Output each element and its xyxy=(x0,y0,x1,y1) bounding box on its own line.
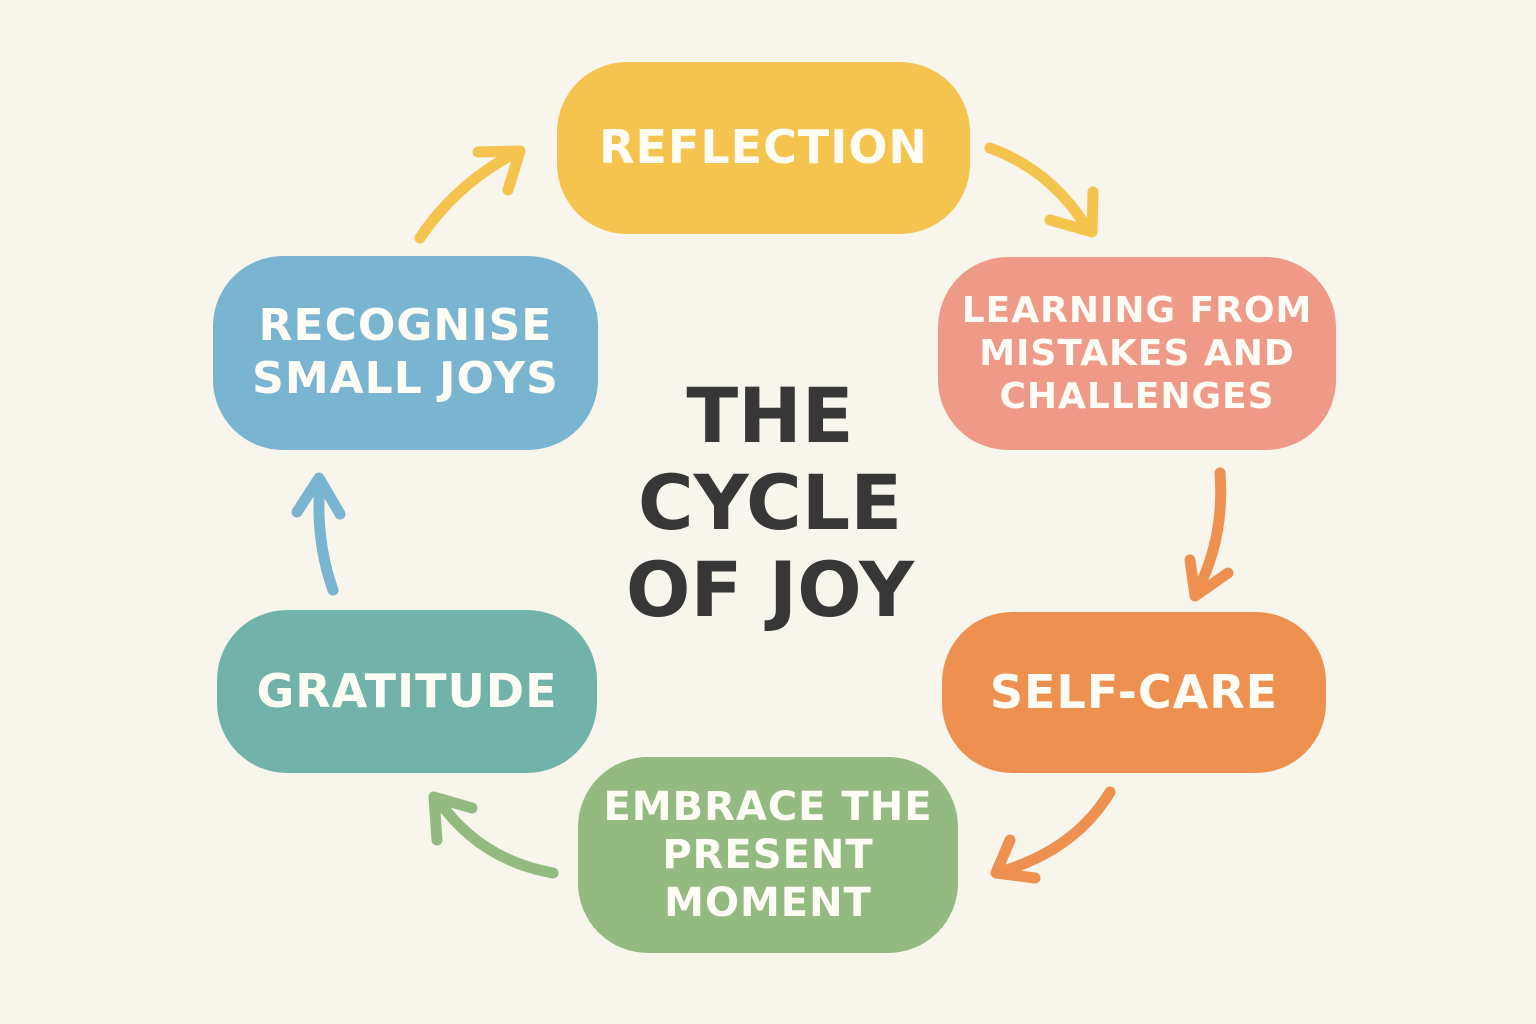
step-label: GRATITUDE xyxy=(256,663,558,718)
step-label: RECOGNISE SMALL JOYS xyxy=(252,300,559,404)
step-learning-from-mistakes: LEARNING FROM MISTAKES AND CHALLENGES xyxy=(938,257,1336,450)
arrow-recognise-to-reflection xyxy=(414,145,526,244)
step-reflection: REFLECTION xyxy=(557,62,970,234)
arrow-selfcare-to-embrace xyxy=(990,786,1116,884)
arrow-learning-to-selfcare xyxy=(1184,467,1234,602)
step-label: REFLECTION xyxy=(599,120,928,175)
arrow-embrace-to-gratitude xyxy=(428,791,559,879)
arrow-gratitude-to-recognise xyxy=(291,472,346,596)
step-recognise-small-joys: RECOGNISE SMALL JOYS xyxy=(213,256,598,450)
step-label: SELF-CARE xyxy=(989,664,1279,719)
diagram-title: THE CYCLE OF JOY xyxy=(625,371,915,634)
step-embrace-present-moment: EMBRACE THE PRESENT MOMENT xyxy=(578,757,958,953)
arrow-reflection-to-learning xyxy=(984,142,1099,238)
step-label: LEARNING FROM MISTAKES AND CHALLENGES xyxy=(961,289,1313,418)
step-label: EMBRACE THE PRESENT MOMENT xyxy=(603,784,933,926)
step-self-care: SELF-CARE xyxy=(942,612,1326,773)
step-gratitude: GRATITUDE xyxy=(217,610,597,773)
